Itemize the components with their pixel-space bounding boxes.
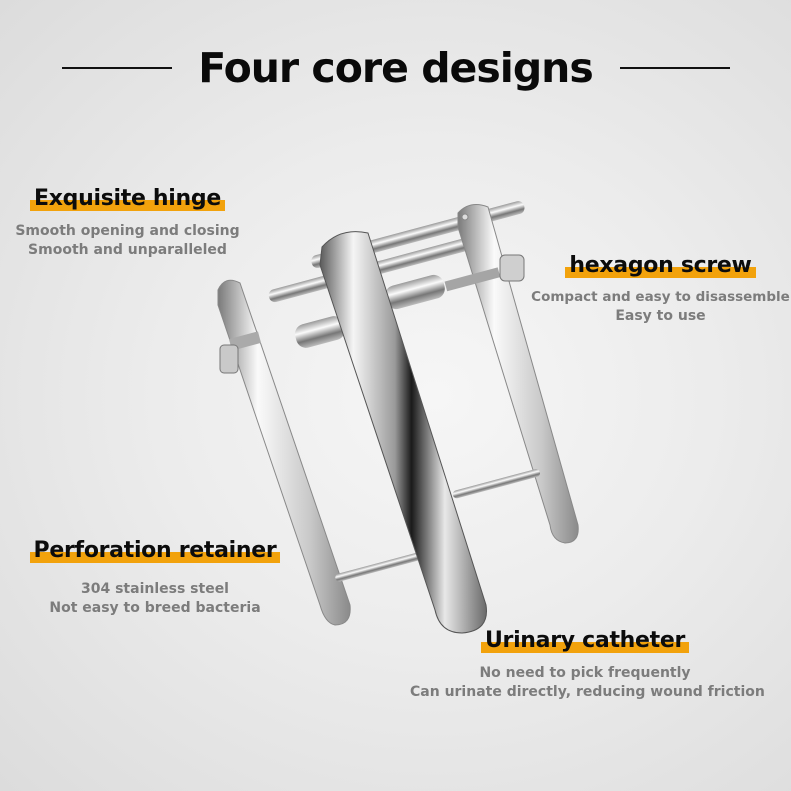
feature-description-line: Compact and easy to disassemble [531,289,790,305]
right-bar [457,204,579,544]
feature-description-line: No need to pick frequently [479,665,691,681]
feature-heading: Urinary catheter [480,628,690,654]
feature-perforation-retainer: Perforation retainer 304 stainless steel… [24,538,286,618]
title-divider-left [62,67,172,69]
left-bar [217,279,351,626]
bottom-rods [335,469,541,582]
feature-description-line: Can urinate directly, reducing wound fri… [410,684,765,700]
title-row: Four core designs [0,40,791,96]
page-title: Four core designs [198,44,594,92]
title-divider-right [620,67,730,69]
feature-description-line: Not easy to breed bacteria [49,600,261,616]
feature-urinary-catheter: Urinary catheter No need to pick frequen… [410,628,765,702]
catheter-tube [319,231,487,634]
product-image [217,201,579,634]
feature-hexagon-screw: hexagon screw Compact and easy to disass… [530,253,791,326]
feature-heading: Exquisite hinge [30,186,225,212]
feature-exquisite-hinge: Exquisite hinge Smooth opening and closi… [10,186,245,260]
feature-description-line: Easy to use [615,308,706,324]
screw-left [219,316,346,374]
feature-heading: Perforation retainer [29,538,281,564]
feature-heading: hexagon screw [565,253,756,279]
feature-description-line: Smooth and unparalleled [28,242,227,258]
screw-right [385,254,525,310]
feature-description-line: Smooth opening and closing [15,223,240,239]
feature-description-line: 304 stainless steel [81,581,229,597]
